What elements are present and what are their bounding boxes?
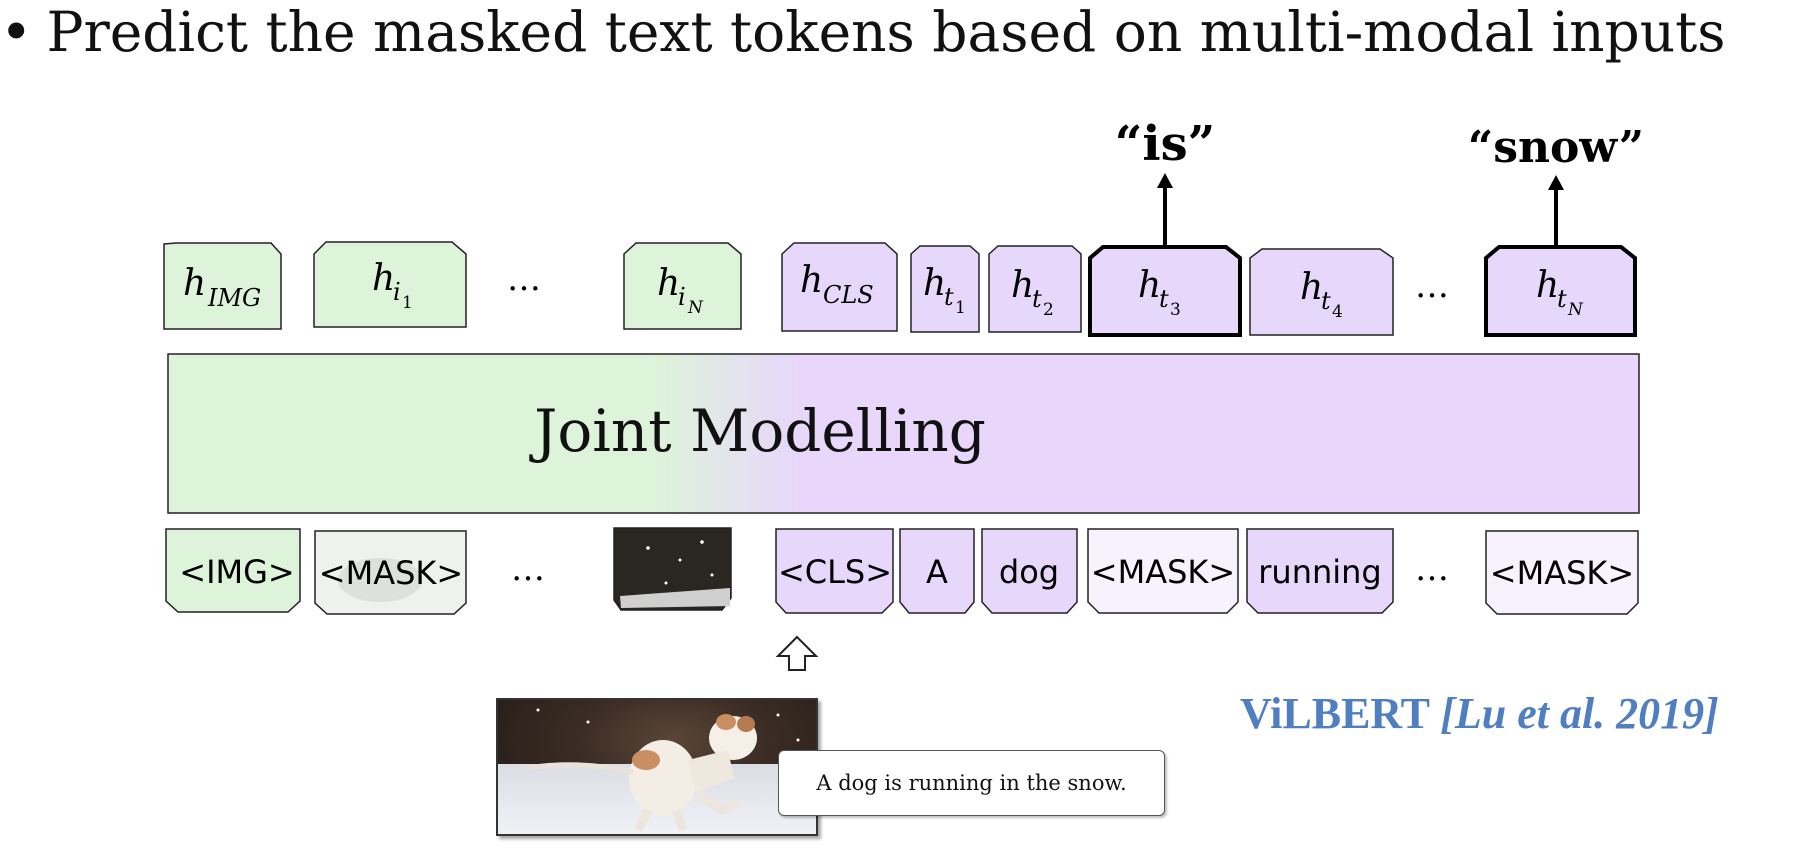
bullet-heading: •Predict the masked text tokens based on… <box>0 0 1726 64</box>
dog-in-snow-photo <box>496 698 818 836</box>
joint-modelling-block <box>167 353 1640 514</box>
svg-text:<MASK>: <MASK> <box>319 554 463 592</box>
svg-text:h: h <box>923 263 946 304</box>
input-token-image-patch <box>613 527 732 611</box>
input-token-image-mask: <MASK> <box>314 530 467 615</box>
hidden-token-h-t2: h t 2 <box>988 245 1082 333</box>
input-token-cls: <CLS> <box>775 528 894 614</box>
arrow-head-snow <box>1548 175 1564 190</box>
svg-text:<MASK>: <MASK> <box>1490 554 1634 592</box>
citation-ref: [Lu et al. 2019] <box>1440 689 1719 738</box>
svg-text:N: N <box>1567 300 1584 320</box>
svg-text:t: t <box>1032 285 1042 313</box>
citation-model: ViLBERT <box>1240 689 1430 738</box>
svg-text:1: 1 <box>402 293 413 313</box>
hidden-token-h-t1: h t 1 <box>910 245 980 333</box>
svg-text:h: h <box>372 258 395 299</box>
input-token-text-mask-2: <MASK> <box>1485 530 1639 615</box>
ellipsis-hidden-image: … <box>507 259 541 299</box>
hidden-token-h-i1: h i 1 <box>313 241 467 328</box>
svg-text:h: h <box>1138 265 1161 306</box>
prediction-snow: “snow” <box>1468 122 1644 173</box>
hidden-token-h-t3: h t 3 <box>1088 245 1242 337</box>
arrow-head-is <box>1157 173 1173 188</box>
svg-text:<IMG>: <IMG> <box>179 553 294 591</box>
svg-text:t: t <box>1159 285 1169 313</box>
svg-text:IMG: IMG <box>207 284 261 312</box>
svg-text:h: h <box>1011 265 1034 306</box>
citation: ViLBERT [Lu et al. 2019] <box>1240 688 1719 739</box>
heading-text: Predict the masked text tokens based on … <box>46 0 1726 64</box>
svg-text:h: h <box>1300 267 1323 308</box>
svg-text:t: t <box>944 283 954 311</box>
input-token-dog: dog <box>981 528 1078 614</box>
caption-box: A dog is running in the snow. <box>778 750 1165 816</box>
svg-text:A: A <box>926 553 948 591</box>
svg-text:4: 4 <box>1332 302 1343 322</box>
svg-text:CLS: CLS <box>823 281 874 309</box>
ellipsis-input-image: … <box>511 549 545 589</box>
svg-text:h: h <box>657 263 680 304</box>
input-token-text-mask-1: <MASK> <box>1087 528 1239 614</box>
svg-text:dog: dog <box>999 553 1059 591</box>
input-token-img: <IMG> <box>165 528 301 613</box>
svg-text:h: h <box>1536 265 1559 306</box>
joint-modelling-label: Joint Modelling <box>529 397 986 465</box>
hollow-up-arrow-icon <box>775 635 819 671</box>
hidden-token-h-tN: h t N <box>1484 245 1637 337</box>
svg-text:h: h <box>800 260 823 301</box>
svg-text:t: t <box>1557 285 1567 313</box>
ellipsis-hidden-text: … <box>1415 266 1449 306</box>
svg-text:1: 1 <box>955 298 966 318</box>
prediction-is: “is” <box>1115 116 1215 172</box>
svg-text:t: t <box>1321 287 1331 315</box>
hidden-token-h-t4: h t 4 <box>1249 248 1394 336</box>
svg-text:<MASK>: <MASK> <box>1091 553 1235 591</box>
svg-text:3: 3 <box>1170 300 1181 320</box>
ellipsis-input-text: … <box>1415 549 1449 589</box>
input-token-running: running <box>1246 528 1394 614</box>
svg-text:i: i <box>393 278 401 306</box>
svg-text:N: N <box>687 298 704 318</box>
hidden-token-h-cls: h CLS <box>781 242 898 332</box>
svg-text:h: h <box>183 263 206 304</box>
caption-text: A dog is running in the snow. <box>816 771 1127 795</box>
hidden-token-h-iN: h i N <box>623 242 742 330</box>
input-token-a: A <box>899 528 975 614</box>
svg-text:running: running <box>1258 553 1381 591</box>
svg-text:i: i <box>678 283 686 311</box>
svg-text:2: 2 <box>1043 300 1054 320</box>
svg-text:<CLS>: <CLS> <box>778 553 892 591</box>
hidden-token-h-img: h IMG <box>163 242 282 330</box>
